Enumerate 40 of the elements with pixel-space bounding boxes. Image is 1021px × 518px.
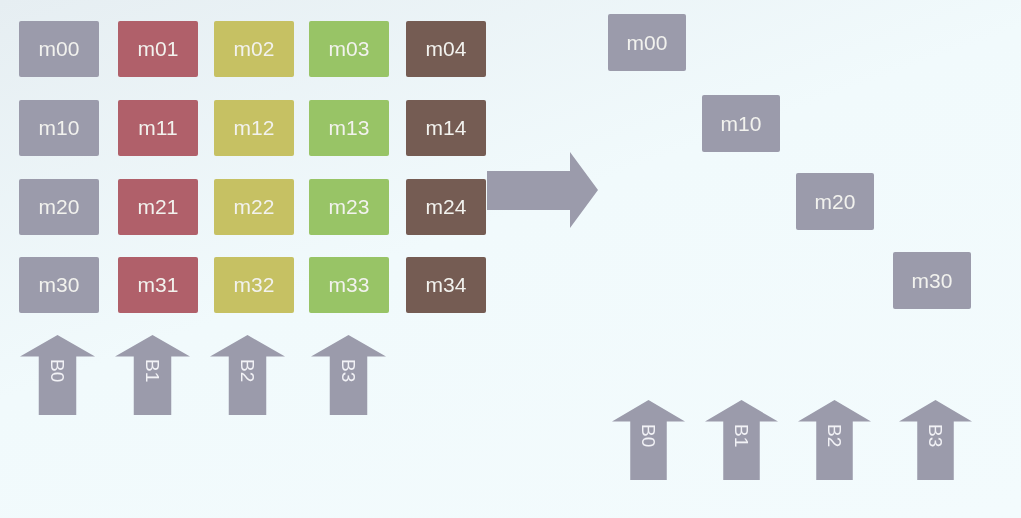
up-pointer-tag (20, 335, 95, 415)
block-label: B3 (926, 424, 945, 448)
matrix-tile: m12 (214, 100, 294, 156)
up-pointer-tag (899, 400, 972, 480)
matrix-tile: m22 (214, 179, 294, 235)
matrix-tile: m11 (118, 100, 198, 156)
up-pointer-tag (115, 335, 190, 415)
block-label: B2 (238, 359, 257, 383)
matrix-tile: m34 (406, 257, 486, 313)
matrix-tile: m10 (702, 95, 780, 152)
block-label: B1 (143, 359, 162, 383)
matrix-tile: m01 (118, 21, 198, 77)
matrix-tile: m21 (118, 179, 198, 235)
matrix-tile: m33 (309, 257, 389, 313)
matrix-tile: m20 (19, 179, 99, 235)
matrix-tile: m03 (309, 21, 389, 77)
matrix-tile: m31 (118, 257, 198, 313)
matrix-tile: m30 (19, 257, 99, 313)
up-pointer-tag (705, 400, 778, 480)
block-label: B0 (639, 424, 658, 448)
matrix-tile: m00 (608, 14, 686, 71)
matrix-tile: m00 (19, 21, 99, 77)
block-label: B0 (48, 359, 67, 383)
matrix-tile: m10 (19, 100, 99, 156)
up-pointer-tag (612, 400, 685, 480)
matrix-tile: m14 (406, 100, 486, 156)
up-pointer-tag (798, 400, 871, 480)
matrix-tile: m02 (214, 21, 294, 77)
matrix-tile: m20 (796, 173, 874, 230)
matrix-tile: m23 (309, 179, 389, 235)
matrix-tile: m24 (406, 179, 486, 235)
block-label: B2 (825, 424, 844, 448)
block-label: B3 (339, 359, 358, 383)
matrix-tile: m30 (893, 252, 971, 309)
block-label: B1 (732, 424, 751, 448)
matrix-tile: m32 (214, 257, 294, 313)
matrix-tile: m13 (309, 100, 389, 156)
up-pointer-tag (311, 335, 386, 415)
up-pointer-tag (210, 335, 285, 415)
matrix-tile: m04 (406, 21, 486, 77)
